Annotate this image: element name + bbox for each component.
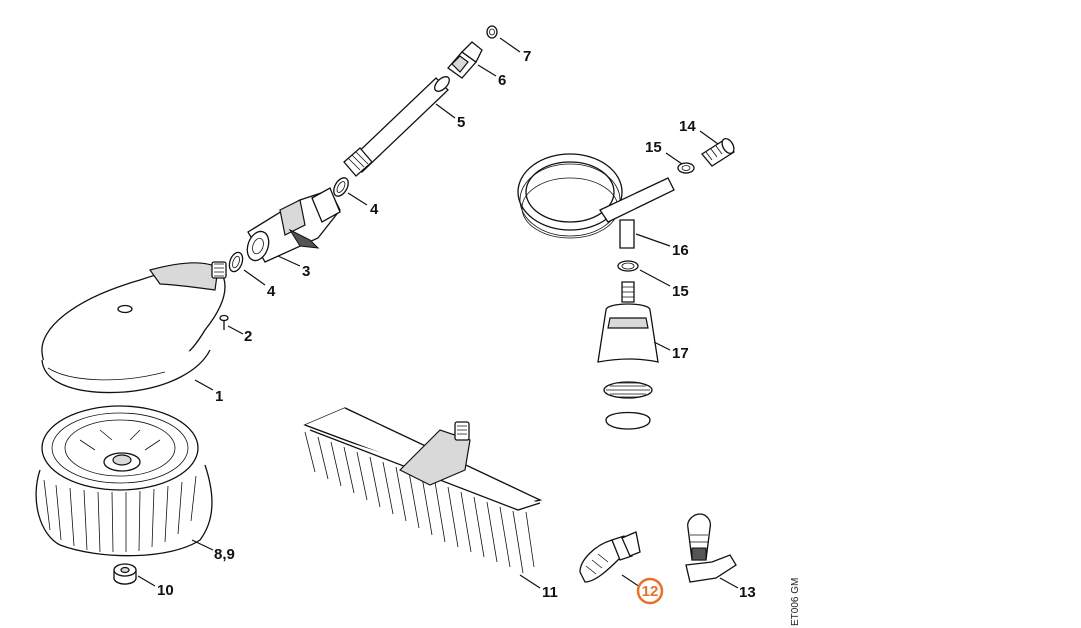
- part-17-filter: [597, 281, 659, 430]
- label-8-9[interactable]: 8,9: [214, 546, 235, 563]
- label-15-lower[interactable]: 15: [672, 283, 689, 300]
- label-5[interactable]: 5: [457, 114, 465, 131]
- label-3[interactable]: 3: [302, 263, 310, 280]
- part-15-clamp-lower: [617, 260, 639, 272]
- label-17[interactable]: 17: [672, 345, 689, 362]
- part-1-brush-housing: [41, 261, 227, 394]
- part-12-nozzle: [579, 531, 641, 583]
- label-4-upper[interactable]: 4: [370, 201, 379, 218]
- part-4-oring-upper: [333, 177, 349, 197]
- part-13-angled-nozzle: [685, 513, 737, 583]
- diagram-code: ET006 GM: [790, 578, 801, 626]
- label-2[interactable]: 2: [244, 328, 252, 345]
- label-14[interactable]: 14: [679, 118, 696, 135]
- label-11[interactable]: 11: [542, 584, 558, 601]
- label-12[interactable]: 12: [642, 583, 659, 600]
- leader-lines: [137, 37, 739, 589]
- label-7[interactable]: 7: [523, 48, 531, 65]
- part-2-screw: [219, 314, 229, 330]
- part-6-nipple: [447, 41, 483, 79]
- part-11-wash-brush: [303, 407, 543, 574]
- part-7-oring: [486, 25, 498, 39]
- label-6[interactable]: 6: [498, 72, 506, 89]
- part-3-coupling: [246, 187, 341, 263]
- part-15-clamp-upper: [677, 162, 695, 174]
- part-8-9-round-brush: [35, 405, 213, 557]
- label-16[interactable]: 16: [672, 242, 689, 259]
- part-labels: 1 2 3 4 4 5 6 7 8,9 10 11 12 13 14 15 15…: [157, 48, 756, 605]
- part-5-lance-tube: [343, 76, 450, 177]
- label-12-highlight[interactable]: 12: [636, 577, 664, 605]
- label-10[interactable]: 10: [157, 582, 174, 599]
- label-1[interactable]: 1: [215, 388, 223, 405]
- part-16-hose: [517, 153, 675, 249]
- part-10-nut: [113, 563, 137, 585]
- part-4-oring-lower: [228, 251, 244, 273]
- part-14-connector: [701, 137, 735, 167]
- label-4-lower[interactable]: 4: [267, 283, 276, 300]
- label-15-upper[interactable]: 15: [645, 139, 662, 156]
- label-13[interactable]: 13: [739, 584, 756, 601]
